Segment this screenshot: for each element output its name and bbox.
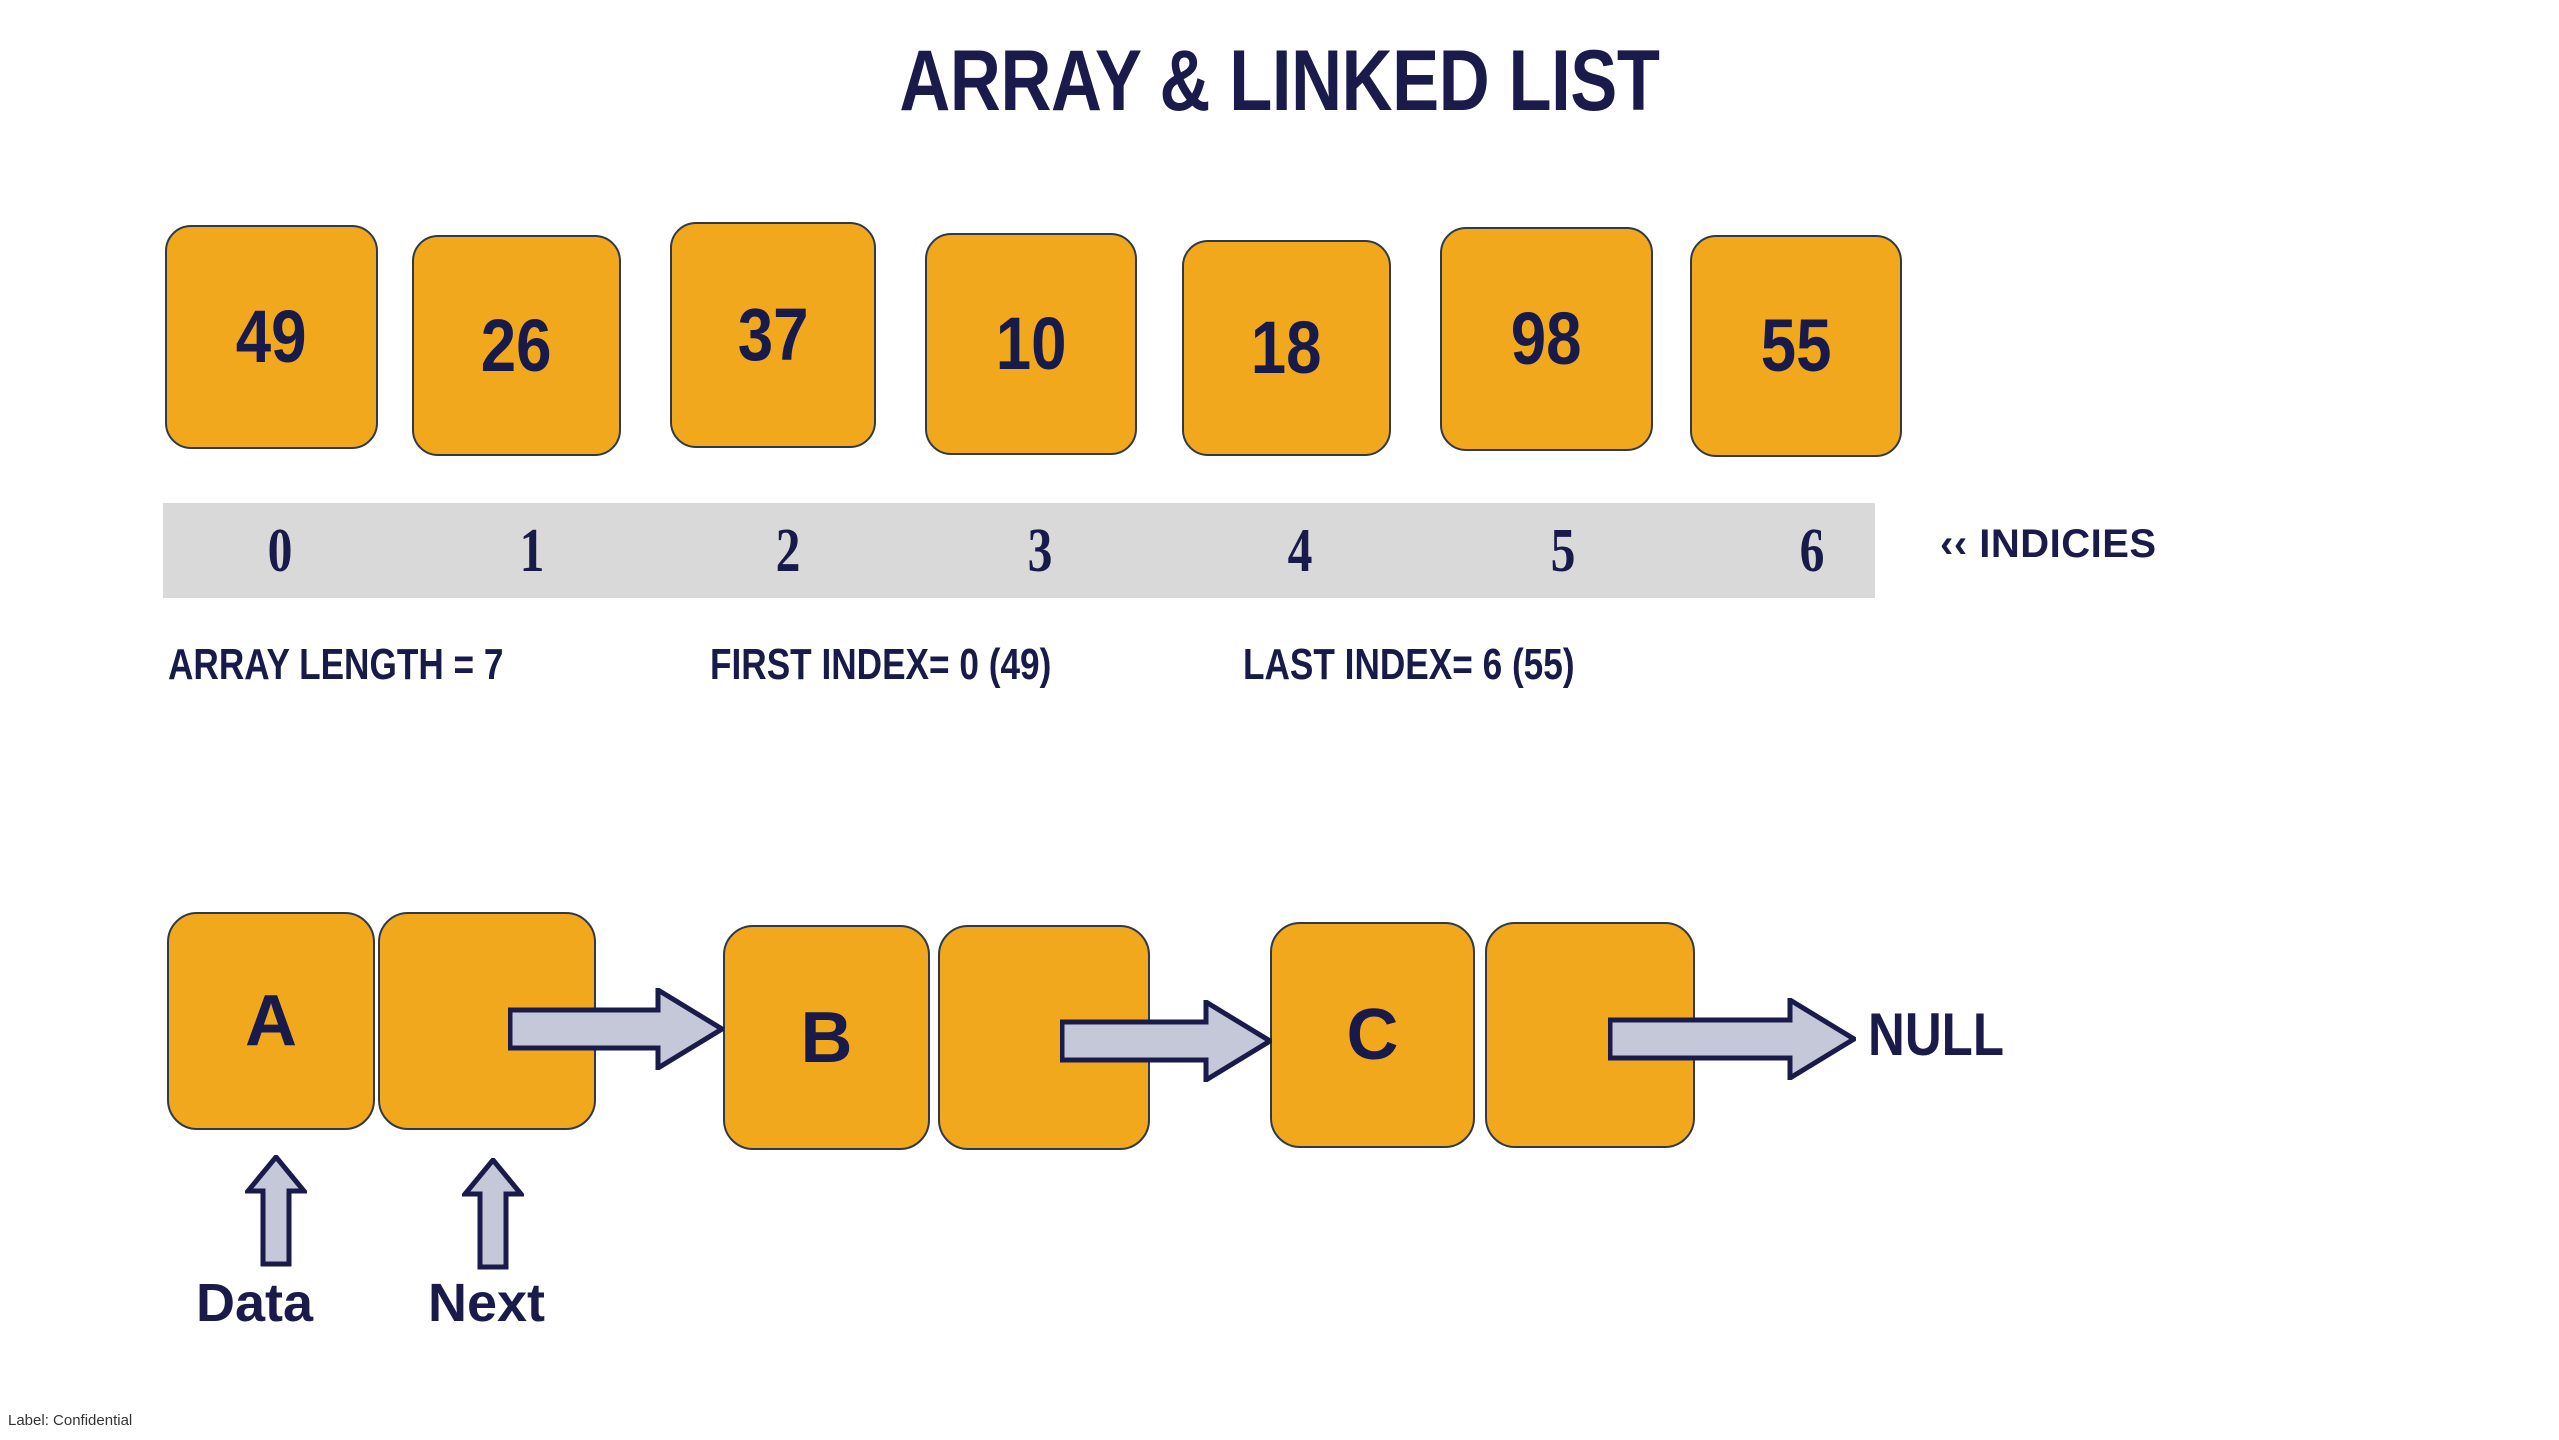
ll-node-data-value: A <box>245 981 297 1061</box>
index-label: 6 <box>1799 517 1825 585</box>
confidentiality-label: Label: Confidential <box>8 1412 133 1429</box>
null-pointer-arrow <box>1608 998 1856 1080</box>
last-index-note: LAST INDEX= 6 (55) <box>1243 640 1575 689</box>
array-cell-value: 18 <box>1251 306 1322 389</box>
array-cell: 55 <box>1690 235 1902 457</box>
index-label: 1 <box>519 517 545 585</box>
index-label: 3 <box>1027 517 1053 585</box>
array-cell-value: 10 <box>995 302 1067 385</box>
array-cell: 37 <box>670 222 876 448</box>
array-cell-value: 98 <box>1511 297 1582 380</box>
array-length-note: ARRAY LENGTH = 7 <box>168 640 504 689</box>
array-cell: 26 <box>412 235 621 456</box>
first-index-note: FIRST INDEX= 0 (49) <box>710 640 1052 689</box>
array-cell-value: 37 <box>737 293 809 376</box>
page-title: ARRAY & LINKED LIST <box>899 33 1660 129</box>
data-pointer-up-arrow <box>245 1155 307 1267</box>
ll-node-data-cell: A <box>167 912 375 1130</box>
next-pointer-arrow <box>508 988 724 1070</box>
array-cell: 49 <box>165 225 378 449</box>
index-label: 2 <box>775 517 801 585</box>
array-cell: 98 <box>1440 227 1653 451</box>
array-cell: 18 <box>1182 240 1391 456</box>
index-label: 0 <box>267 517 293 585</box>
next-pointer-label: Next <box>428 1273 546 1333</box>
null-label: NULL <box>1868 1001 2004 1068</box>
array-cell-value: 49 <box>236 295 307 378</box>
array-cell-value: 55 <box>1760 304 1832 387</box>
index-label: 4 <box>1287 517 1313 585</box>
data-pointer-label: Data <box>196 1273 314 1333</box>
ll-node-data-value: C <box>1346 995 1399 1075</box>
indices-caption: ‹‹ INDICIES <box>1940 522 2157 566</box>
next-pointer-up-arrow <box>462 1158 524 1270</box>
indices-bar <box>163 503 1875 598</box>
ll-node-data-value: B <box>800 997 853 1078</box>
array-diagram: 49 26 37 10 18 98 55 <box>0 0 2559 520</box>
index-label: 5 <box>1550 517 1576 585</box>
array-cell: 10 <box>925 233 1137 455</box>
ll-node-data-cell: B <box>723 925 930 1150</box>
next-pointer-arrow <box>1060 1000 1272 1082</box>
ll-node-data-cell: C <box>1270 922 1475 1148</box>
array-cell-value: 26 <box>481 303 552 387</box>
